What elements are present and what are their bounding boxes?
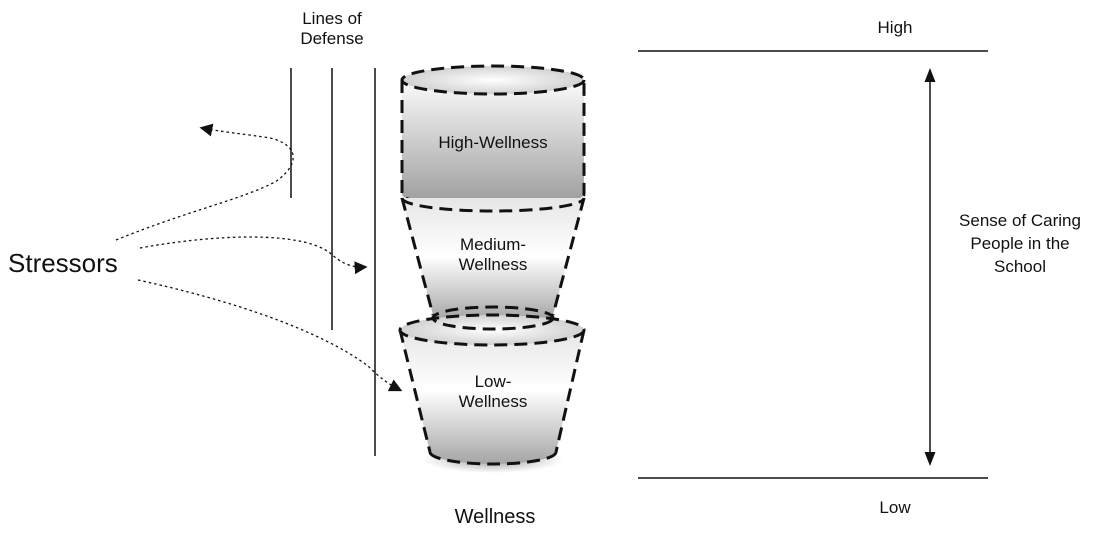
tier-medium-wellness (400, 197, 586, 328)
sense-of-caring-line1: Sense of Caring (959, 211, 1081, 230)
low-wellness-label: Low- Wellness (418, 372, 568, 413)
tier-low-wellness (398, 305, 586, 466)
stressor-path-middle (139, 236, 368, 275)
wellness-axis-label: Wellness (454, 506, 536, 528)
lines-of-defense-line2: Defense (300, 29, 364, 49)
high-wellness-label: High-Wellness (438, 133, 548, 152)
medium-wellness-line2: Wellness (458, 255, 528, 275)
stressor-path-deflected (115, 123, 294, 241)
medium-wellness-line1: Medium- (459, 235, 527, 254)
tier-high-wellness (400, 64, 586, 210)
sense-of-caring-label: Sense of Caring People in the School (930, 210, 1110, 279)
medium-wellness-label: Medium- Wellness (418, 235, 568, 276)
scale-arrow-up-head (924, 68, 936, 82)
scale-arrow-down-head (924, 452, 936, 466)
scale-high-label: High (877, 18, 913, 37)
low-wellness-line1: Low- (474, 372, 512, 391)
lines-of-defense-label: Lines of Defense (262, 9, 402, 50)
stressors-label: Stressors (8, 248, 118, 278)
low-wellness-line2: Wellness (458, 392, 528, 412)
sense-of-caring-line3: School (994, 256, 1046, 276)
sense-of-caring-line2: People in the (970, 233, 1070, 253)
lines-of-defense-line1: Lines of (302, 9, 362, 28)
stressor-path-low (137, 279, 403, 392)
scale-low-label: Low (879, 498, 911, 517)
